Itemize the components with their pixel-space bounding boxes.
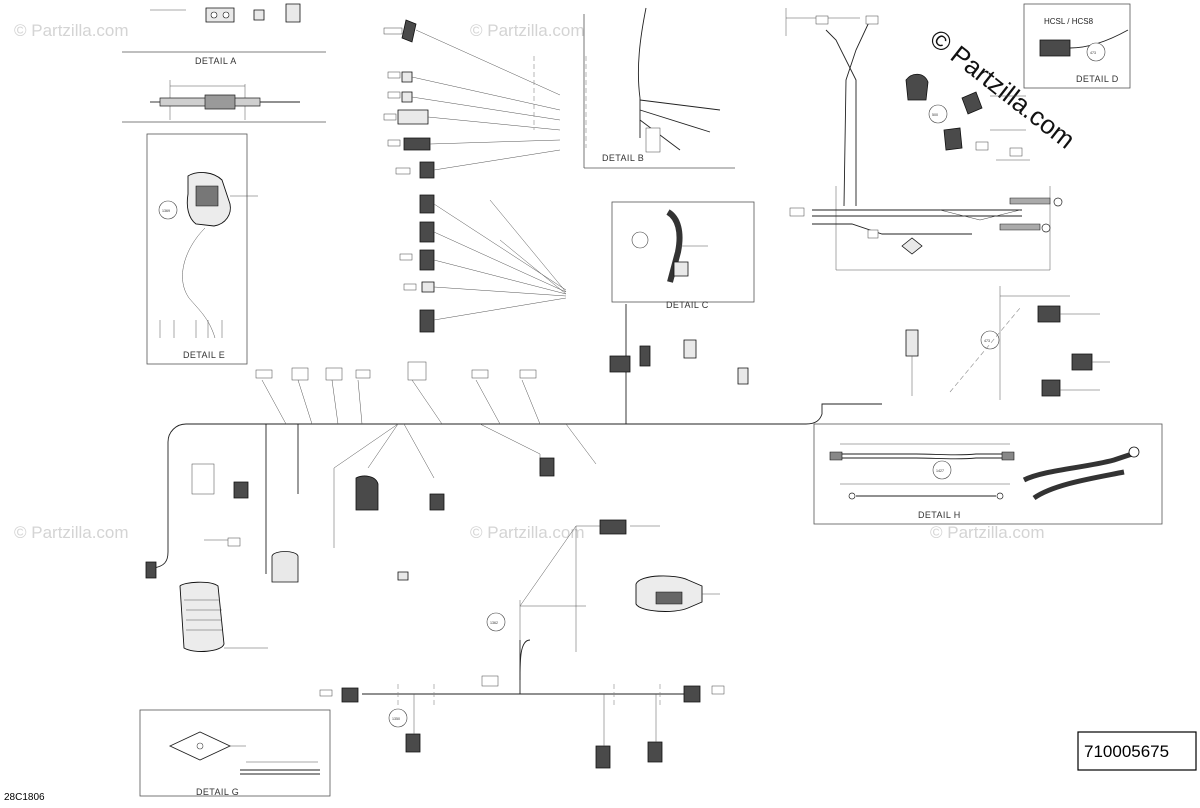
detail-a-title: DETAIL A — [195, 56, 237, 66]
detail-b-title: DETAIL B — [602, 153, 644, 163]
detail-d-title: HCSL / HCS8 — [1044, 17, 1094, 26]
detail-h: DETAIL H 1427 — [813, 423, 1163, 525]
callout-label: 1427 — [936, 469, 944, 473]
right-middle-connectors: 473 — [905, 286, 1110, 400]
detail-d-label: DETAIL D — [1076, 74, 1119, 84]
battery-harness — [789, 186, 1063, 271]
detail-b: DETAIL B — [583, 7, 735, 169]
detail-e-title: DETAIL E — [183, 350, 225, 360]
right-top-harness: 500 — [785, 8, 1030, 207]
watermark: © Partzilla.com — [14, 523, 129, 542]
detail-c: DETAIL C — [611, 201, 755, 310]
detail-c-title: DETAIL C — [666, 300, 709, 310]
watermark: © Partzilla.com — [930, 523, 1045, 542]
part-number-box — [1077, 731, 1197, 771]
watermark: © Partzilla.com — [470, 21, 585, 40]
diagram-id: 28C1806 — [4, 792, 45, 803]
connector-3pin — [205, 7, 235, 23]
reference-labels: 710005675 28C1806 — [4, 731, 1197, 803]
connector-small — [253, 9, 265, 21]
callout-label: 1369 — [162, 209, 170, 213]
lower-left-components — [145, 457, 555, 652]
callout-label: 500 — [932, 113, 938, 117]
watermark: © Partzilla.com — [14, 21, 129, 40]
callout-label: 473 — [1090, 51, 1096, 55]
callout-label: 1350 — [392, 717, 400, 721]
part-number: 710005675 — [1084, 742, 1169, 761]
detail-e: DETAIL E 1369 — [146, 133, 258, 365]
center-components — [599, 339, 749, 612]
detail-g-title: DETAIL G — [196, 787, 239, 797]
callout-label: 473 — [984, 339, 990, 343]
callout-bubble — [158, 200, 178, 220]
fuse-box — [179, 581, 225, 652]
top-left-connectors — [150, 3, 301, 23]
detail-h-title: DETAIL H — [918, 510, 961, 520]
connector-column — [383, 19, 587, 333]
lower-harness: 1350 — [319, 675, 725, 769]
connector-small — [285, 3, 301, 23]
watermark: © Partzilla.com — [470, 523, 585, 542]
watermark-layer: © Partzilla.com © Partzilla.com © Partzi… — [14, 21, 1045, 542]
callout-label: 1362 — [490, 621, 498, 625]
detail-d: HCSL / HCS8 DETAIL D 473 — [1023, 3, 1131, 89]
detail-g: DETAIL G — [139, 709, 331, 797]
main-harness-trunk: 1362 — [153, 304, 882, 695]
detail-a: DETAIL A — [122, 51, 326, 123]
